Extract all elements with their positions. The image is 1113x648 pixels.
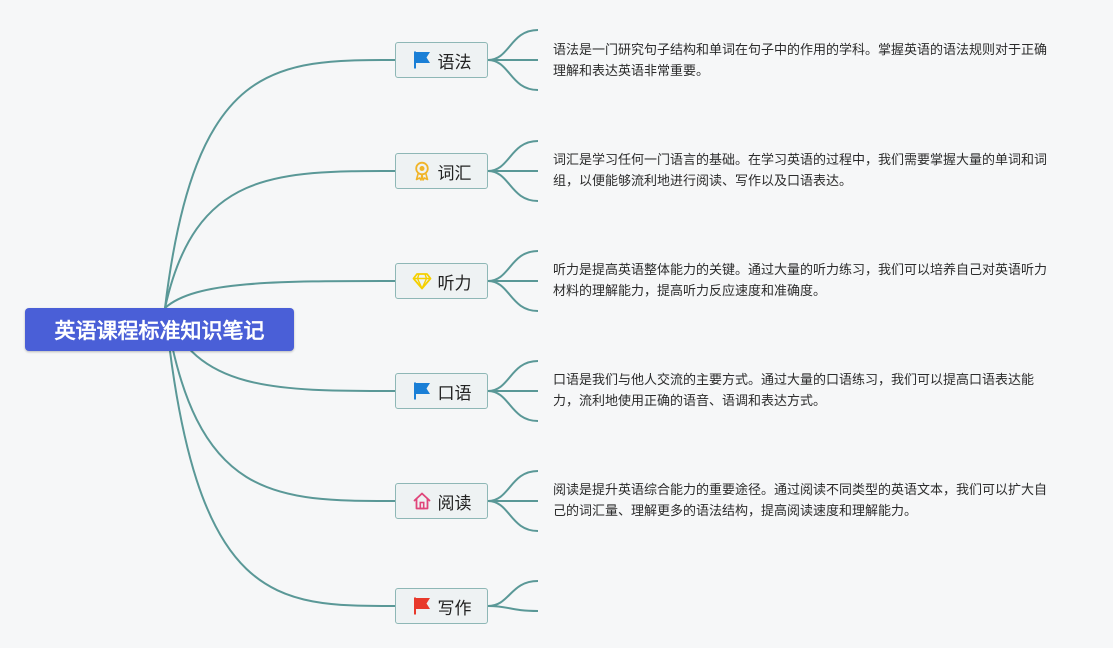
note-reading: 阅读是提升英语综合能力的重要途径。通过阅读不同类型的英语文本，我们可以扩大自己的… [553, 483, 1048, 519]
branch-node-listening[interactable]: 听力 [395, 263, 488, 299]
fan-connector-listening-3 [487, 280, 539, 312]
branch-node-vocabulary[interactable]: 词汇 [395, 153, 488, 189]
branch-label-grammar: 语法 [437, 52, 472, 73]
connector-reading [164, 307, 396, 502]
fan-connector-speaking-1 [487, 360, 539, 392]
root-topic[interactable]: 英语课程标准知识笔记 [25, 308, 294, 351]
fan-connector-vocabulary-1 [487, 140, 539, 172]
branch-label-writing: 写作 [437, 598, 472, 619]
branch-node-reading[interactable]: 阅读 [395, 483, 488, 519]
diamond-icon [412, 271, 432, 291]
note-speaking: 口语是我们与他人交流的主要方式。通过大量的口语练习，我们可以提高口语表达能力，流… [553, 373, 1035, 409]
note-vocabulary: 词汇是学习任何一门语言的基础。在学习英语的过程中，我们需要掌握大量的单词和词组，… [553, 153, 1048, 189]
house-icon [412, 491, 432, 511]
branch-label-speaking: 口语 [437, 383, 472, 404]
fan-connector-grammar-1 [487, 29, 539, 61]
connector-grammar [164, 59, 396, 309]
fan-connector-grammar-3 [487, 59, 539, 91]
fan-connector-writing-1 [487, 580, 539, 607]
award-medal-icon [412, 161, 432, 181]
fan-connector-reading-3 [487, 500, 539, 532]
fan-connector-listening-1 [487, 250, 539, 282]
branch-label-vocabulary: 词汇 [437, 163, 472, 184]
fan-connector-vocabulary-3 [487, 170, 539, 202]
red-flag-icon [412, 596, 432, 616]
fan-connector-reading-1 [487, 470, 539, 502]
note-grammar: 语法是一门研究句子结构和单词在句子中的作用的学科。掌握英语的语法规则对于正确理解… [553, 43, 1048, 79]
branch-node-grammar[interactable]: 语法 [395, 42, 488, 78]
blue-flag-icon [412, 381, 432, 401]
branch-label-listening: 听力 [437, 273, 472, 294]
root-topic-label: 英语课程标准知识笔记 [54, 318, 265, 343]
branch-node-speaking[interactable]: 口语 [395, 373, 488, 409]
connector-listening [164, 280, 396, 309]
connector-vocabulary [164, 170, 396, 309]
fan-connector-writing-2 [487, 605, 539, 612]
branch-node-writing[interactable]: 写作 [395, 588, 488, 624]
branch-label-reading: 阅读 [437, 493, 472, 514]
fan-connector-speaking-3 [487, 390, 539, 422]
blue-flag-icon [412, 50, 432, 70]
connector-writing [164, 307, 396, 607]
note-listening: 听力是提高英语整体能力的关键。通过大量的听力练习，我们可以培养自己对英语听力材料… [553, 263, 1048, 299]
